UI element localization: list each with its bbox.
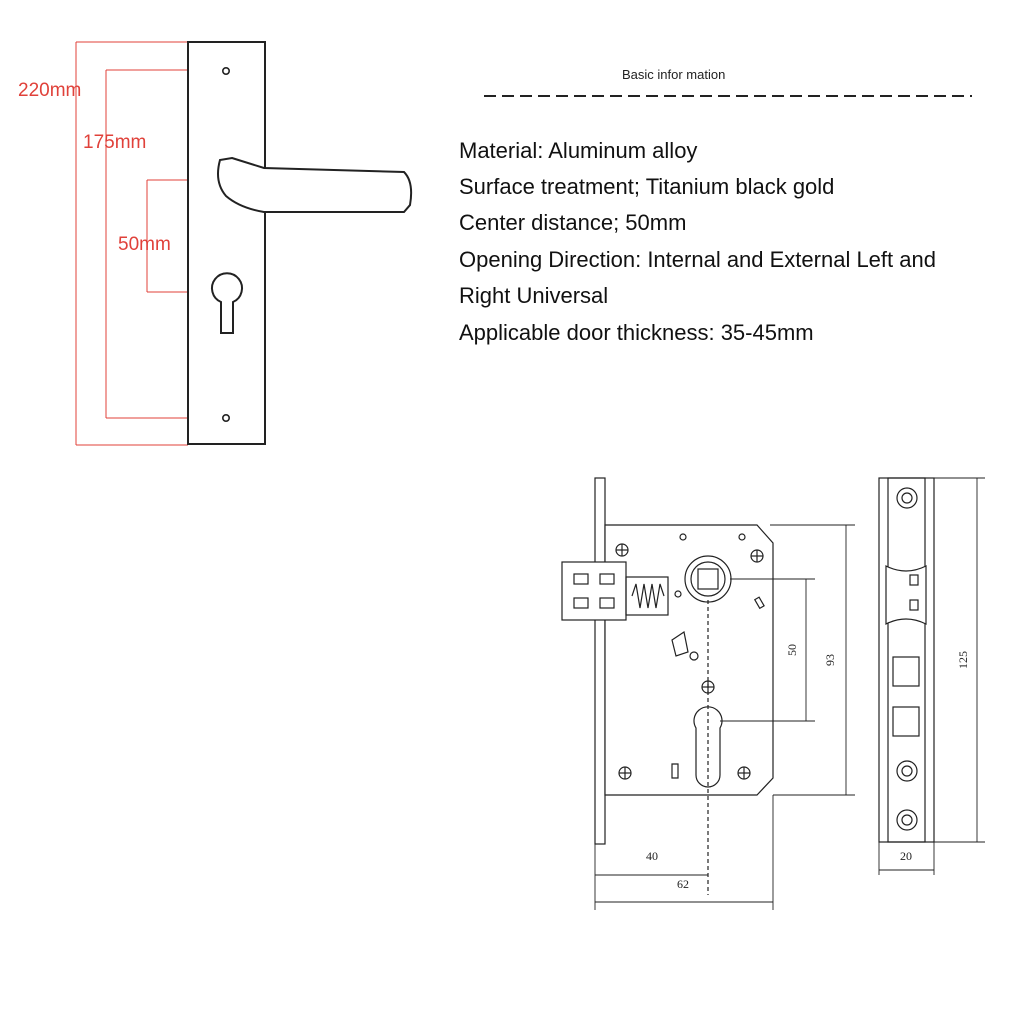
spindle-square [697,568,719,590]
case-screws [615,533,764,780]
spec-title: Basic infor mation [622,67,725,82]
lock-front-plate [594,477,606,845]
faceplate-bolt-slot-upper [892,656,920,687]
handle-to-cylinder-label: 50 [785,644,799,656]
backset-label: 40 [646,849,658,863]
spec-line-door-thickness: Applicable door thickness: 35-45mm [459,320,814,345]
screw-spacing-label: 175mm [83,132,146,153]
faceplate-outer [878,477,935,843]
center-distance-label: 50mm [118,234,171,255]
faceplate-inner [887,477,926,843]
faceplate-width-label: 20 [900,849,912,863]
handle-dimension-lines [75,41,222,446]
overall-length-label: 220mm [18,80,81,101]
lock-body-dimension-lines [594,524,855,910]
handle-backplate [187,41,266,445]
spec-line-center-distance: Center distance; 50mm [459,210,686,235]
spec-line-opening-direction: Opening Direction: Internal and External… [459,247,936,272]
latch-bolt [561,561,627,621]
faceplate-height-label: 125 [956,651,970,669]
handle-plate-drawing: 220mm 175mm 50mm [18,41,413,446]
faceplate-dimension-lines [878,477,985,875]
cylinder-cutout [693,706,723,788]
top-screw-hole [222,67,231,76]
spec-line-surface: Surface treatment; Titanium black gold [459,174,834,199]
body-depth-label: 62 [677,877,689,891]
body-height-label: 93 [823,654,837,666]
keyhole-icon [211,272,243,334]
bottom-screw-hole [222,413,231,422]
spec-block: Basic infor mation Material: Aluminum al… [459,67,972,345]
spec-line-material: Material: Aluminum alloy [459,138,697,163]
lock-body-drawing [561,477,855,910]
faceplate-drawing [878,477,985,875]
faceplate-latch-opening [885,565,927,625]
lock-case [604,524,774,796]
latch-spring-housing [625,576,669,616]
faceplate-bolt-slot-lower [892,706,920,737]
spec-line-opening-direction-cont: Right Universal [459,283,608,308]
latch-spring [631,583,665,609]
lever-handle [217,156,413,213]
